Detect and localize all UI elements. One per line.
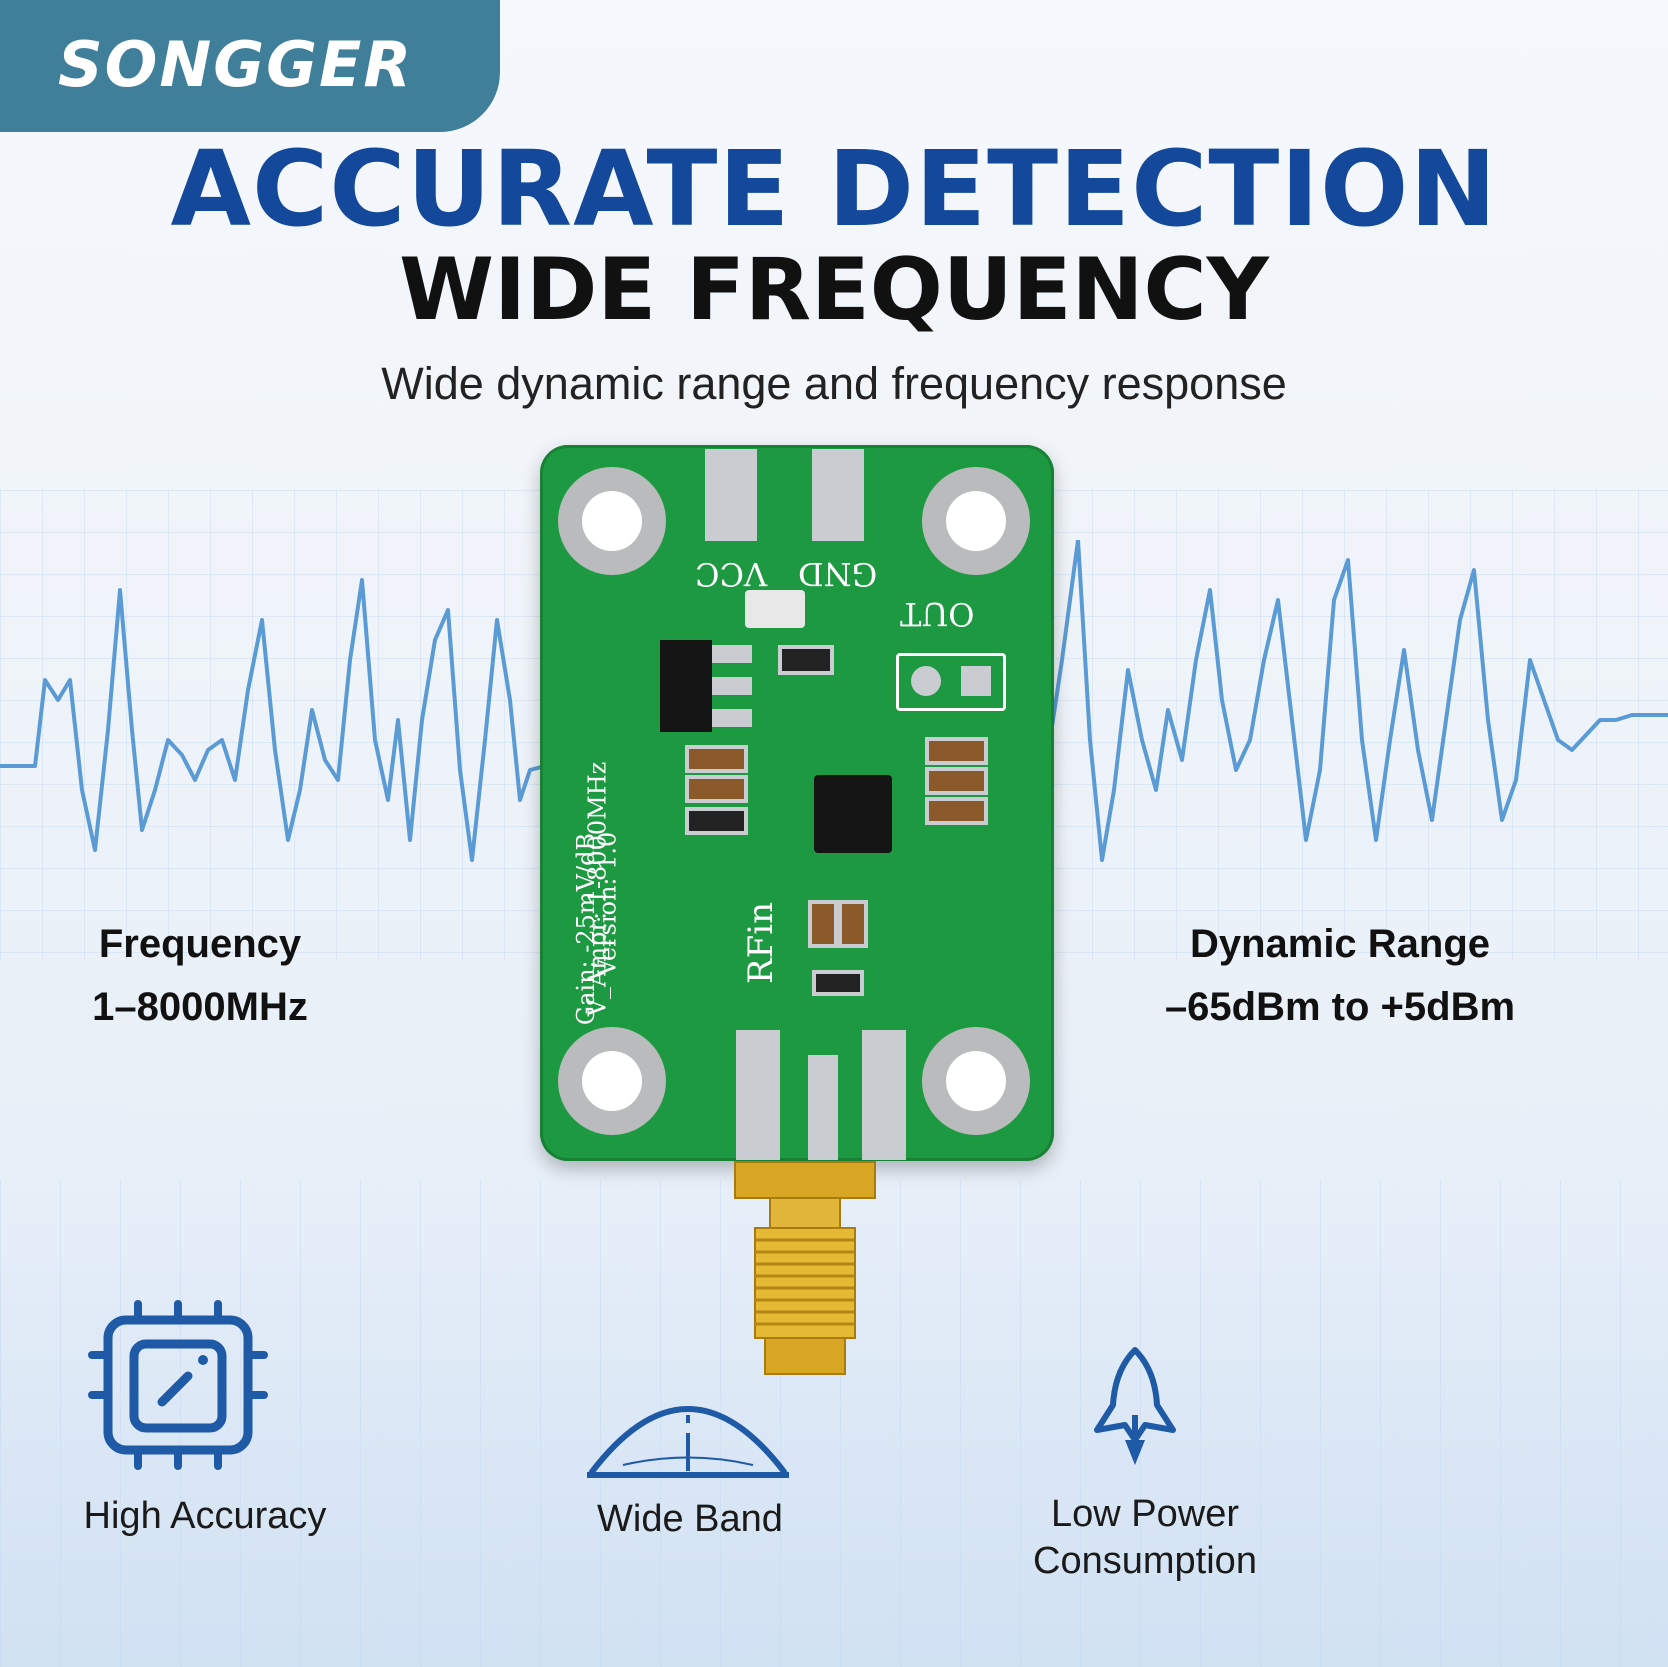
frequency-label: Frequency: [98, 922, 302, 966]
feature-label: Wide Band: [597, 1498, 783, 1540]
led: [745, 590, 805, 628]
mounting-hole: [558, 467, 666, 575]
brand-tab: SONGGER: [0, 0, 500, 132]
brand-logo: SONGGER: [58, 28, 414, 101]
feature-label-line2: Consumption: [1033, 1540, 1257, 1582]
vcc-pad: [705, 449, 757, 541]
sma-pad-left: [736, 1030, 780, 1160]
right-waveform: [1050, 540, 1668, 862]
board-silkscreen-line3: Version: 1.0: [593, 831, 622, 977]
sma-connector: [734, 1161, 876, 1375]
mounting-hole: [922, 1027, 1030, 1135]
chip-gauge-icon: [88, 1300, 268, 1470]
mounting-hole: [922, 467, 1030, 575]
dynamic-range-label: Dynamic Range: [1189, 922, 1491, 966]
sma-pad-center: [808, 1055, 838, 1160]
out-header: [896, 653, 1006, 711]
resistor: [778, 645, 834, 675]
dome-band-icon: [587, 1406, 789, 1478]
gnd-silkscreen: GND: [798, 555, 878, 593]
rfin-silkscreen: RFin: [740, 902, 781, 984]
headline-subtitle: WIDE FREQUENCY: [399, 240, 1269, 340]
frequency-value: 1–8000MHz: [92, 985, 308, 1029]
feature-label: High Accuracy: [83, 1495, 327, 1537]
headline-tagline: Wide dynamic range and frequency respons…: [381, 358, 1287, 409]
sma-pad-right: [862, 1030, 906, 1160]
dynamic-range-value: –65dBm to +5dBm: [1164, 985, 1516, 1029]
left-waveform: [0, 578, 545, 862]
headline-title: ACCURATE DETECTION: [170, 128, 1498, 250]
regulator-chip: [660, 640, 712, 732]
vcc-silkscreen: VCC: [695, 555, 768, 593]
feature-label: Low Power: [1051, 1493, 1239, 1535]
mounting-hole: [558, 1027, 666, 1135]
pcb-board: VCC GND OUT V_Ampr: 1-8000MHz Gain: -25m…: [540, 445, 1054, 1161]
rocket-icon: [1094, 1347, 1176, 1465]
out-silkscreen: OUT: [900, 595, 975, 633]
detector-ic: [814, 775, 892, 853]
gnd-pad: [812, 449, 864, 541]
